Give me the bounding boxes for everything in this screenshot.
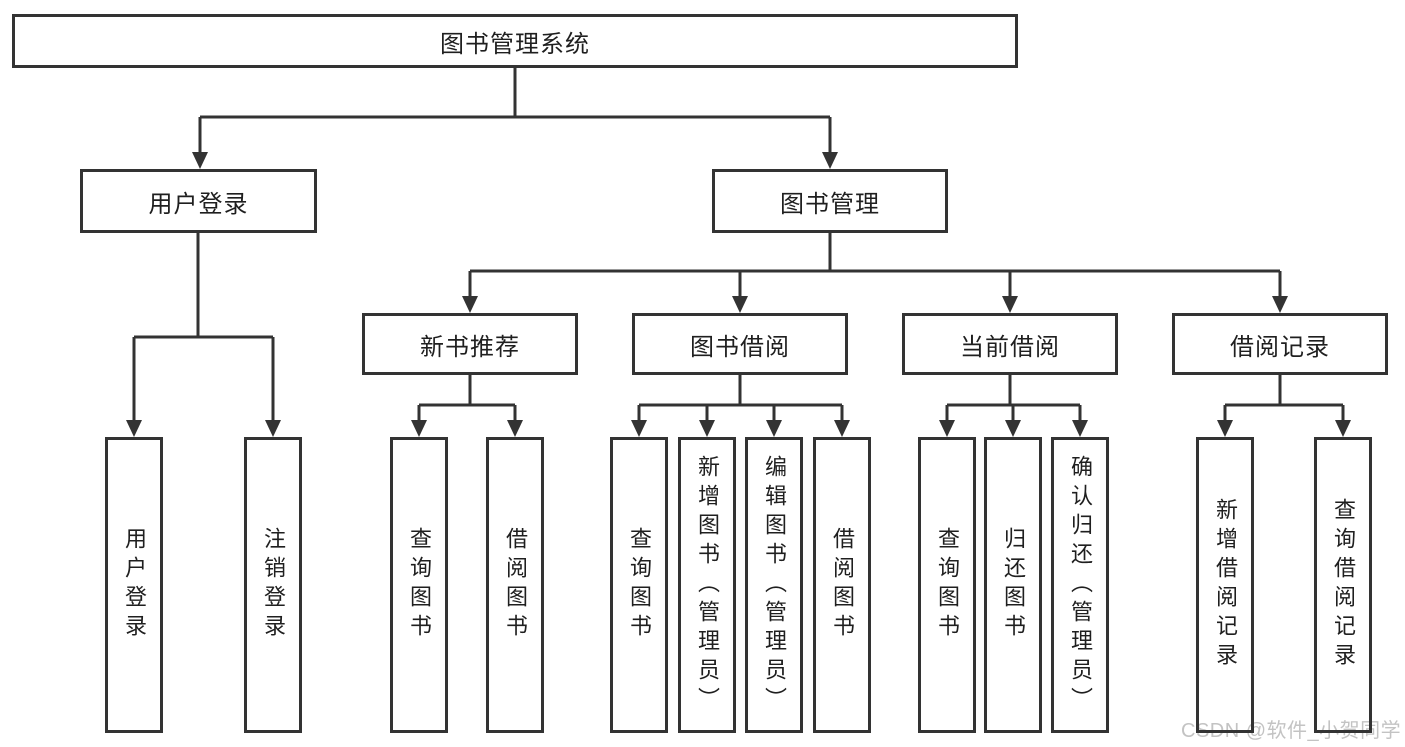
leaf-borrow-query-book-label: 查询图书 — [627, 527, 652, 643]
leaf-logout: 注销登录 — [244, 437, 302, 733]
leaf-query-borrow-record: 查询借阅记录 — [1314, 437, 1372, 733]
arrowheads — [126, 152, 1351, 437]
leaf-user-login: 用户登录 — [105, 437, 163, 733]
node-book-borrow: 图书借阅 — [632, 313, 848, 375]
node-book-borrow-label: 图书借阅 — [690, 333, 790, 361]
node-new-book-recommend: 新书推荐 — [362, 313, 578, 375]
leaf-borrow-query-book: 查询图书 — [610, 437, 668, 733]
node-book-management-label: 图书管理 — [780, 190, 880, 218]
node-user-login-label: 用户登录 — [148, 190, 249, 218]
node-borrow-records: 借阅记录 — [1172, 313, 1388, 375]
node-user-login-branch: 用户登录 — [80, 169, 317, 233]
leaf-recommend-borrow-book-label: 借阅图书 — [503, 527, 528, 643]
leaf-logout-label: 注销登录 — [261, 527, 286, 643]
leaf-borrow-book-label: 借阅图书 — [830, 527, 855, 643]
leaf-edit-book-admin-label: 编辑图书（管理员） — [762, 454, 787, 716]
leaf-add-book-admin-label: 新增图书（管理员） — [695, 454, 720, 716]
leaf-current-query-book-label: 查询图书 — [935, 527, 960, 643]
leaf-edit-book-admin: 编辑图书（管理员） — [745, 437, 803, 733]
leaf-confirm-return-admin: 确认归还（管理员） — [1051, 437, 1109, 733]
leaf-borrow-book: 借阅图书 — [813, 437, 871, 733]
leaf-user-login-label: 用户登录 — [122, 527, 147, 643]
leaf-current-query-book: 查询图书 — [918, 437, 976, 733]
csdn-watermark: CSDN @软件_小贺同学 — [1181, 720, 1402, 742]
leaf-recommend-query-book-label: 查询图书 — [407, 527, 432, 643]
leaf-add-borrow-record-label: 新增借阅记录 — [1213, 498, 1238, 672]
node-root-label: 图书管理系统 — [440, 30, 590, 58]
leaf-return-book-label: 归还图书 — [1001, 527, 1026, 643]
node-current-borrow: 当前借阅 — [902, 313, 1118, 375]
leaf-query-borrow-record-label: 查询借阅记录 — [1331, 498, 1356, 672]
node-root-system: 图书管理系统 — [12, 14, 1018, 68]
node-borrow-records-label: 借阅记录 — [1230, 333, 1330, 361]
node-book-management-branch: 图书管理 — [712, 169, 948, 233]
leaf-recommend-query-book: 查询图书 — [390, 437, 448, 733]
leaf-add-borrow-record: 新增借阅记录 — [1196, 437, 1254, 733]
leaf-confirm-return-admin-label: 确认归还（管理员） — [1068, 454, 1093, 716]
leaf-add-book-admin: 新增图书（管理员） — [678, 437, 736, 733]
node-current-borrow-label: 当前借阅 — [960, 333, 1060, 361]
leaf-recommend-borrow-book: 借阅图书 — [486, 437, 544, 733]
leaf-return-book: 归还图书 — [984, 437, 1042, 733]
node-new-book-recommend-label: 新书推荐 — [420, 333, 520, 361]
